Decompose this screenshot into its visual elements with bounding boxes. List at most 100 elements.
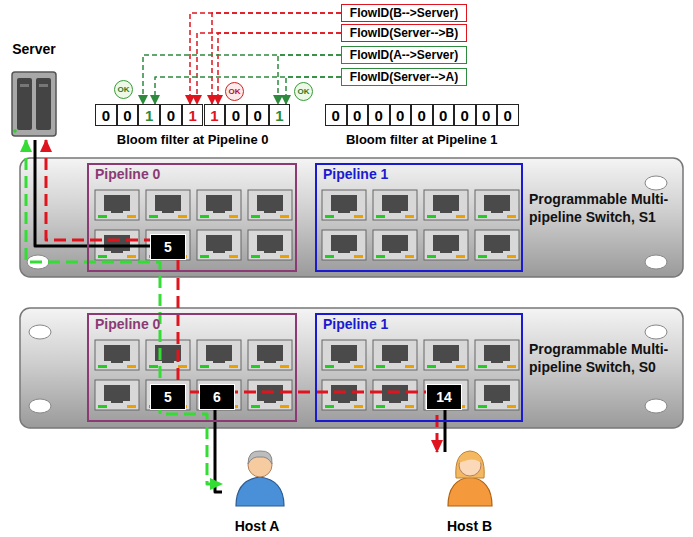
node-label: 0 [375, 107, 383, 124]
port-number: 5 [150, 384, 186, 410]
node-label: 0 [418, 107, 426, 124]
bloom-bit: 0 [454, 104, 476, 126]
node-label: FlowID(Server-->A) [350, 70, 458, 84]
pipeline: Pipeline 1 [315, 163, 523, 272]
flow-arrow [46, 140, 437, 452]
node-label: Bloom filter at Pipeline 0 [117, 132, 269, 147]
node-label: Bloom filter at Pipeline 1 [346, 132, 498, 147]
node-label: Host B [447, 518, 492, 534]
node-label: 5 [164, 239, 172, 255]
port-number: 6 [199, 384, 235, 410]
bloom-bit: 1 [269, 104, 291, 126]
ok-badge: OK [225, 82, 244, 101]
mount-hole [645, 399, 667, 413]
cable [35, 140, 150, 246]
flow-arrow [143, 55, 341, 104]
flow-arrow [26, 140, 222, 484]
flow-arrow [155, 77, 341, 104]
bloom-bit: 0 [390, 104, 412, 126]
pipeline: Pipeline 0 5 [87, 163, 297, 272]
node-label: 0 [353, 107, 361, 124]
host-a-figure [236, 451, 284, 506]
switch: Programmable Multi-pipeline Switch, S0Pi… [20, 308, 683, 428]
bloom-filter: Bloom filter at Pipeline 0001011001 [95, 104, 290, 148]
bloom-bit: 1 [182, 104, 204, 126]
bloom-bit: 0 [160, 104, 182, 126]
node-label: FlowID(B-->Server) [350, 6, 458, 20]
host: Host B [432, 452, 507, 534]
node-label: OK [298, 87, 310, 96]
node-label: Pipeline 0 [95, 166, 160, 182]
mount-hole [645, 325, 667, 339]
node-label: Programmable Multi-pipeline Switch, S0 [529, 340, 677, 376]
node-label: 0 [332, 107, 340, 124]
flow-arrow [286, 77, 341, 104]
bloom-bit: 0 [497, 104, 519, 126]
node-label: 1 [275, 107, 283, 124]
bloom-bit: 0 [95, 104, 117, 126]
bloom-bit: 0 [117, 104, 139, 126]
flow-arrow [190, 13, 341, 104]
node-label: 0 [254, 107, 262, 124]
bloom-bit: 0 [225, 104, 247, 126]
bloom-bit: 0 [325, 104, 347, 126]
node-label: 0 [439, 107, 447, 124]
flow-id-box: FlowID(Server-->B) [341, 24, 467, 42]
flow-arrow [278, 55, 341, 104]
node-label: 0 [232, 107, 240, 124]
flow-id-box: FlowID(Server-->A) [341, 68, 467, 86]
node-label: 6 [213, 389, 221, 405]
port-number: 5 [150, 234, 186, 260]
flow-arrow [212, 13, 341, 104]
node-label: Programmable Multi-pipeline Switch, S1 [529, 190, 677, 226]
node-label: 0 [102, 107, 110, 124]
node-label: 0 [167, 107, 175, 124]
switch-panel [20, 308, 683, 428]
node-label: 5 [164, 389, 172, 405]
host-b-figure [448, 451, 492, 506]
pipeline: Pipeline 1 14 [315, 313, 523, 422]
bloom-bit: 0 [347, 104, 369, 126]
flow-id-box: FlowID(B-->Server) [341, 4, 467, 22]
node-label: 14 [436, 389, 452, 405]
server: Server [4, 40, 64, 140]
node-label: FlowID(A-->Server) [350, 48, 458, 62]
node-label: 0 [123, 107, 131, 124]
ok-badge: OK [114, 80, 133, 99]
mount-hole [29, 325, 51, 339]
bloom-filter: Bloom filter at Pipeline 1000000000 [325, 104, 519, 148]
ok-badge: OK [294, 82, 313, 101]
node-label: Pipeline 1 [323, 166, 388, 182]
server-icon [12, 72, 56, 136]
node-label: Pipeline 1 [323, 316, 388, 332]
node-label: 0 [482, 107, 490, 124]
node-label: Server [12, 41, 56, 57]
cable [444, 410, 447, 452]
bloom-bit: 1 [204, 104, 226, 126]
node-label: Pipeline 0 [95, 316, 160, 332]
bloom-bit: 0 [411, 104, 433, 126]
bloom-bit: 0 [476, 104, 498, 126]
mount-hole [645, 255, 667, 269]
switch-panel [20, 158, 683, 277]
node-label: 1 [145, 107, 153, 124]
node-label: 0 [396, 107, 404, 124]
node-label: OK [118, 85, 130, 94]
port-number: 14 [426, 384, 462, 410]
bloom-bit: 0 [247, 104, 269, 126]
node-label: FlowID(Server-->B) [350, 26, 458, 40]
bloom-bit: 0 [433, 104, 455, 126]
node-label: 0 [504, 107, 512, 124]
host: Host A [222, 452, 292, 534]
bloom-bit: 0 [368, 104, 390, 126]
pipeline: Pipeline 0 5 6 [87, 313, 297, 422]
node-label: 0 [461, 107, 469, 124]
node-label: 1 [188, 107, 196, 124]
node-label: 1 [210, 107, 218, 124]
node-label: Host A [235, 518, 280, 534]
cable [215, 410, 222, 492]
flow-id-box: FlowID(A-->Server) [341, 46, 467, 64]
mount-hole [29, 399, 51, 413]
switch: Programmable Multi-pipeline Switch, S1 Pi… [20, 158, 683, 277]
mount-hole [645, 176, 667, 190]
